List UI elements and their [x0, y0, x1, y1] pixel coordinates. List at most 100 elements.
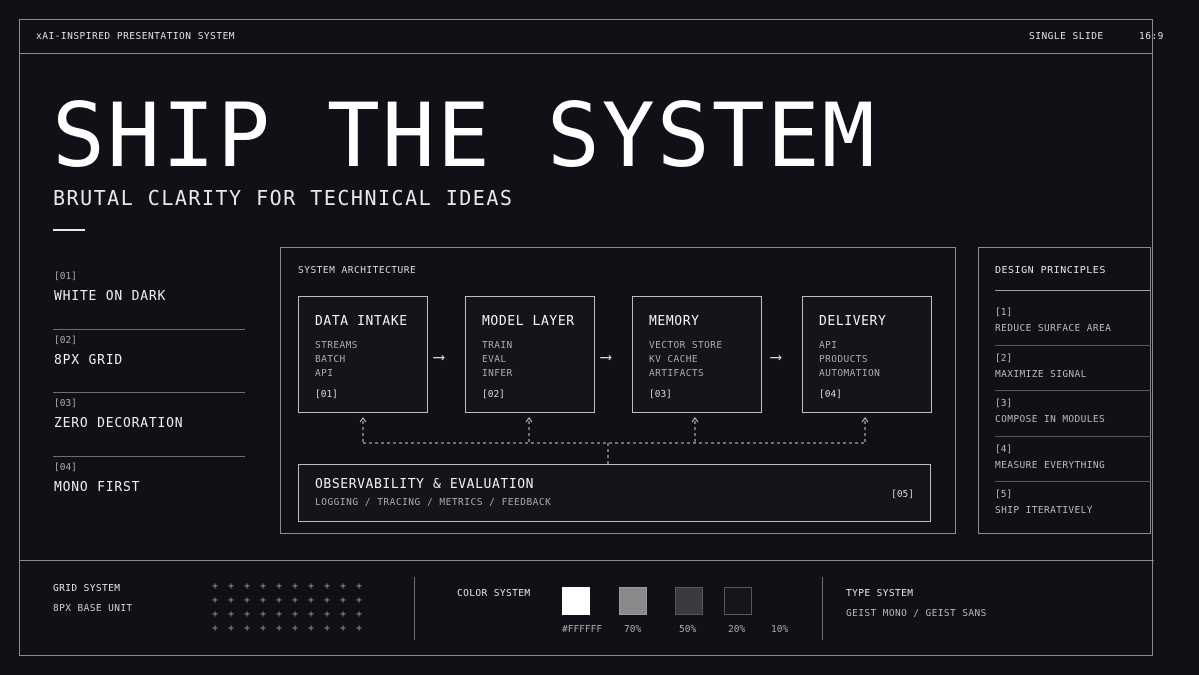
item-number: [03]	[54, 398, 77, 409]
node-model-layer: MODEL LAYER TRAIN EVAL INFER [02]	[465, 296, 595, 413]
item-label: REDUCE SURFACE AREA	[995, 323, 1112, 334]
plus-icon: +	[259, 609, 267, 620]
plus-icon: +	[227, 595, 235, 606]
plus-icon: +	[291, 609, 299, 620]
list-item: [01] WHITE ON DARK	[53, 266, 245, 330]
swatch-label: #FFFFFF	[562, 624, 603, 635]
plus-icon: +	[275, 623, 283, 634]
node-item: PRODUCTS	[819, 354, 868, 365]
plus-icon: +	[275, 595, 283, 606]
plus-icon: +	[355, 581, 363, 592]
plus-icon: +	[291, 595, 299, 606]
plus-icon: +	[307, 623, 315, 634]
list-item: [04] MONO FIRST	[53, 457, 245, 521]
plus-icon: +	[339, 595, 347, 606]
list-item: [3] COMPOSE IN MODULES	[995, 391, 1151, 437]
header-format: SINGLE SLIDE	[1029, 31, 1104, 42]
node-title: DELIVERY	[819, 314, 887, 329]
node-id: [05]	[891, 489, 914, 500]
connector-lines	[359, 417, 869, 464]
node-item: AUTOMATION	[819, 368, 881, 379]
list-item: [5] SHIP ITERATIVELY	[995, 482, 1151, 528]
accent-rule	[53, 229, 85, 231]
plus-icon: +	[227, 581, 235, 592]
plus-icon: +	[291, 581, 299, 592]
node-item: API	[315, 368, 334, 379]
item-number: [5]	[995, 489, 1013, 500]
plus-icon: +	[243, 581, 251, 592]
node-item: BATCH	[315, 354, 346, 365]
node-observability: OBSERVABILITY & EVALUATION LOGGING / TRA…	[298, 464, 931, 522]
node-subtitle: LOGGING / TRACING / METRICS / FEEDBACK	[315, 497, 552, 508]
footer: GRID SYSTEM 8PX BASE UNIT + + + + + + + + + + + + + +…	[20, 560, 1154, 656]
plus-icon: +	[291, 623, 299, 634]
item-number: [04]	[54, 461, 77, 473]
item-number: [3]	[995, 398, 1013, 409]
arrow-right-icon: ⟶	[434, 347, 444, 366]
plus-icon: +	[211, 623, 219, 634]
plus-icon: +	[339, 609, 347, 620]
hero-title: SHIP THE SYSTEM	[52, 84, 877, 187]
plus-icon: +	[211, 609, 219, 620]
slide-frame: xAI-INSPIRED PRESENTATION SYSTEM SINGLE …	[19, 19, 1163, 656]
plus-icon: +	[259, 595, 267, 606]
grid-system-title: GRID SYSTEM	[53, 583, 121, 594]
arrow-right-icon: ⟶	[601, 347, 611, 366]
item-label: SHIP ITERATIVELY	[995, 505, 1093, 516]
plus-icon: +	[323, 623, 331, 634]
node-id: [01]	[315, 389, 338, 400]
divider	[995, 290, 1150, 291]
plus-icon: +	[323, 595, 331, 606]
plus-icon: +	[323, 609, 331, 620]
plus-icon: +	[227, 623, 235, 634]
item-label: MONO FIRST	[54, 479, 141, 495]
item-label: ZERO DECORATION	[54, 416, 184, 431]
type-system-subtitle: GEIST MONO / GEIST SANS	[846, 608, 987, 619]
header-ratio: 16:9	[1139, 31, 1164, 42]
plus-icon: +	[355, 595, 363, 606]
plus-icon: +	[243, 609, 251, 620]
node-data-intake: DATA INTAKE STREAMS BATCH API [01]	[298, 296, 428, 413]
plus-icon: +	[323, 581, 331, 592]
plus-icon: +	[339, 581, 347, 592]
plus-icon: +	[227, 609, 235, 620]
plus-icon: +	[339, 623, 347, 634]
list-item: [02] 8PX GRID	[53, 330, 245, 393]
architecture-title: SYSTEM ARCHITECTURE	[298, 265, 417, 276]
item-number: [1]	[995, 307, 1013, 318]
swatch-20	[724, 587, 752, 615]
node-title: MEMORY	[649, 314, 700, 329]
plus-icon: +	[211, 581, 219, 592]
node-item: ARTIFACTS	[649, 368, 705, 379]
principles-list: [01] WHITE ON DARK [02] 8PX GRID [03] ZE…	[53, 266, 245, 520]
node-item: TRAIN	[482, 340, 513, 351]
grid-plus-pattern: ++++++++++++++++++++++++++++++++++++++++	[207, 580, 367, 636]
plus-icon: +	[355, 609, 363, 620]
hero-subtitle: BRUTAL CLARITY FOR TECHNICAL IDEAS	[53, 186, 514, 210]
divider	[414, 577, 415, 640]
architecture-panel: SYSTEM ARCHITECTURE DATA INTAKE STREAMS …	[280, 247, 956, 534]
node-delivery: DELIVERY API PRODUCTS AUTOMATION [04]	[802, 296, 932, 413]
grid-system-subtitle: 8PX BASE UNIT	[53, 603, 133, 614]
swatch-label: 50%	[679, 624, 697, 635]
node-title: OBSERVABILITY & EVALUATION	[315, 477, 535, 492]
item-number: [01]	[54, 271, 77, 282]
plus-icon: +	[307, 595, 315, 606]
node-title: MODEL LAYER	[482, 314, 575, 329]
item-label: 8PX GRID	[54, 352, 124, 368]
plus-icon: +	[259, 581, 267, 592]
node-item: STREAMS	[315, 340, 358, 351]
plus-icon: +	[259, 623, 267, 634]
swatch-label: 20%	[728, 624, 746, 635]
header-title: xAI-INSPIRED PRESENTATION SYSTEM	[36, 31, 236, 42]
swatch-label: 10%	[771, 624, 789, 635]
node-item: INFER	[482, 368, 513, 379]
divider	[822, 577, 823, 640]
item-number: [02]	[54, 334, 77, 346]
swatch-label: 70%	[624, 624, 642, 635]
node-id: [03]	[649, 389, 672, 400]
arrow-right-icon: ⟶	[771, 347, 781, 366]
type-system-title: TYPE SYSTEM	[846, 588, 914, 599]
node-item: API	[819, 340, 838, 351]
node-memory: MEMORY VECTOR STORE KV CACHE ARTIFACTS […	[632, 296, 762, 413]
